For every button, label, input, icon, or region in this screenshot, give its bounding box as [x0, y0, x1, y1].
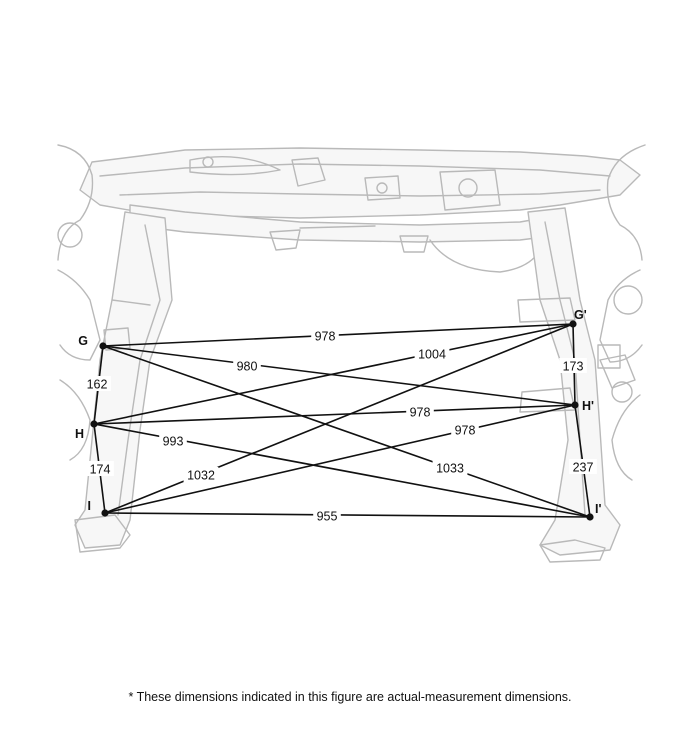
dimension-label-background	[406, 404, 434, 419]
dimension-value-h-i2: 993	[163, 435, 184, 449]
dimension-value-g-i2: 1033	[436, 462, 464, 476]
dimension-label-background	[559, 358, 587, 373]
dimension-value-i-g2: 1032	[187, 469, 215, 483]
dimension-value-h-i: 174	[90, 463, 111, 477]
dimension-value-g-g2: 978	[315, 330, 336, 344]
dimension-label-background	[313, 508, 341, 523]
dimension-line-i-h2	[104, 404, 576, 514]
dimension-label-background	[183, 467, 219, 482]
dimension-value-h-g2: 1004	[418, 348, 446, 362]
dimension-label-background	[432, 460, 468, 475]
point-label-i: I	[88, 499, 91, 513]
measurement-point-g	[99, 342, 107, 350]
dimension-value-g-h2: 980	[237, 360, 258, 374]
dimension-value-i-h2: 978	[455, 424, 476, 438]
dimension-line-h-g2	[93, 323, 574, 425]
dimension-line-g-h2	[102, 345, 576, 406]
measurement-point-h	[90, 420, 98, 428]
point-label-i2: I'	[595, 502, 601, 516]
dimension-line-h-h2	[93, 404, 576, 425]
dimension-label-background	[233, 358, 261, 373]
dimension-label-background	[311, 328, 339, 343]
dimension-line-i-i2	[104, 512, 591, 518]
measurement-point-i2	[586, 513, 594, 521]
point-label-h2: H'	[582, 399, 594, 413]
front-frame-illustration	[57, 144, 646, 563]
dimension-value-h-h2: 978	[410, 406, 431, 420]
dimension-value-g-h: 162	[87, 378, 108, 392]
dimension-label-background	[83, 376, 111, 391]
dimension-value-i-i2: 955	[317, 510, 338, 524]
dimension-label-background	[414, 346, 450, 361]
point-label-h: H	[75, 427, 84, 441]
point-label-g2: G'	[574, 308, 587, 322]
measurement-point-g2	[569, 320, 577, 328]
dimension-value-h2-i2: 237	[573, 461, 594, 475]
dimension-label-background	[86, 461, 114, 476]
point-label-g: G	[78, 334, 88, 348]
dimension-label-background	[159, 433, 187, 448]
dimension-label-background	[569, 459, 597, 474]
measurement-point-i	[101, 509, 109, 517]
dimension-label-background	[451, 422, 479, 437]
measurement-footnote: * These dimensions indicated in this fig…	[128, 690, 572, 704]
dimension-line-g-i2	[102, 345, 591, 518]
measurement-point-h2	[571, 401, 579, 409]
dimension-line-i-g2	[104, 323, 574, 514]
dimension-value-g2-h2: 173	[563, 360, 584, 374]
